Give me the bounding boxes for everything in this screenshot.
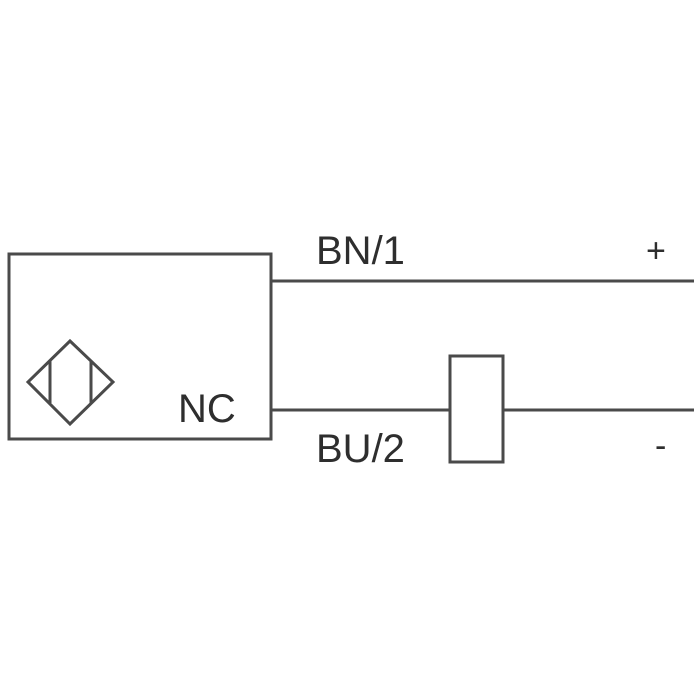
negative-terminal-label: - xyxy=(655,427,666,465)
wire-top-label: BN/1 xyxy=(316,229,405,273)
contact-type-label: NC xyxy=(178,387,236,431)
sensor-housing xyxy=(7,252,273,441)
inductive-sensor-icon xyxy=(25,338,116,427)
wire-bottom-label: BU/2 xyxy=(316,427,405,471)
positive-terminal-label: + xyxy=(646,232,666,270)
load-resistor-icon xyxy=(448,354,505,464)
